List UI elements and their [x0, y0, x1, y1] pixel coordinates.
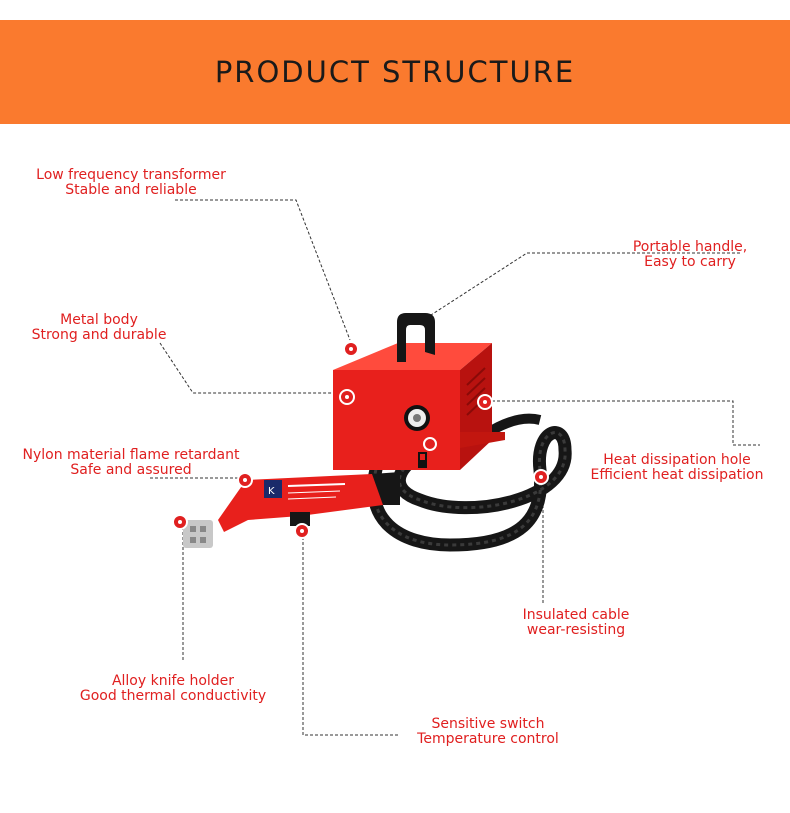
callout-cable: Insulated cable wear-resisting [505, 608, 647, 638]
callout-nylon: Nylon material flame retardant Safe and … [10, 448, 252, 478]
callout-handle-subtitle: Easy to carry [644, 254, 736, 270]
callout-transformer-title: Low frequency transformer [36, 167, 226, 183]
callout-transformer-subtitle: Stable and reliable [65, 182, 197, 198]
callout-markers [172, 341, 549, 539]
callout-handle-title: Portable handle, [632, 239, 748, 255]
callout-transformer: Low frequency transformer Stable and rel… [18, 168, 244, 198]
svg-text:K: K [268, 486, 275, 497]
callout-cable-title: Insulated cable [522, 607, 630, 623]
top-margin [0, 0, 790, 20]
callout-switch-subtitle: Temperature control [417, 731, 559, 747]
callout-switch: Sensitive switch Temperature control [400, 717, 576, 747]
callout-metal-body-title: Metal body [60, 312, 138, 328]
page-title: PRODUCT STRUCTURE [214, 55, 576, 89]
callout-heat-hole-title: Heat dissipation hole [603, 452, 751, 468]
callout-metal-body-subtitle: Strong and durable [31, 327, 167, 343]
callout-knife-holder-subtitle: Good thermal conductivity [79, 688, 267, 704]
callout-nylon-title: Nylon material flame retardant [22, 447, 240, 463]
callout-nylon-subtitle: Safe and assured [70, 462, 192, 478]
hot-knife: K [183, 472, 400, 548]
callout-handle: Portable handle, Easy to carry [615, 240, 765, 270]
callout-knife-holder: Alloy knife holder Good thermal conducti… [60, 674, 286, 704]
callout-metal-body: Metal body Strong and durable [18, 313, 180, 343]
control-box [333, 313, 505, 470]
header-banner: PRODUCT STRUCTURE [0, 20, 790, 124]
callout-switch-title: Sensitive switch [431, 716, 545, 732]
callout-cable-subtitle: wear-resisting [526, 622, 626, 638]
callout-heat-hole-subtitle: Efficient heat dissipation [590, 467, 764, 483]
callout-heat-hole: Heat dissipation hole Efficient heat dis… [572, 453, 782, 483]
callout-knife-holder-title: Alloy knife holder [111, 673, 235, 689]
